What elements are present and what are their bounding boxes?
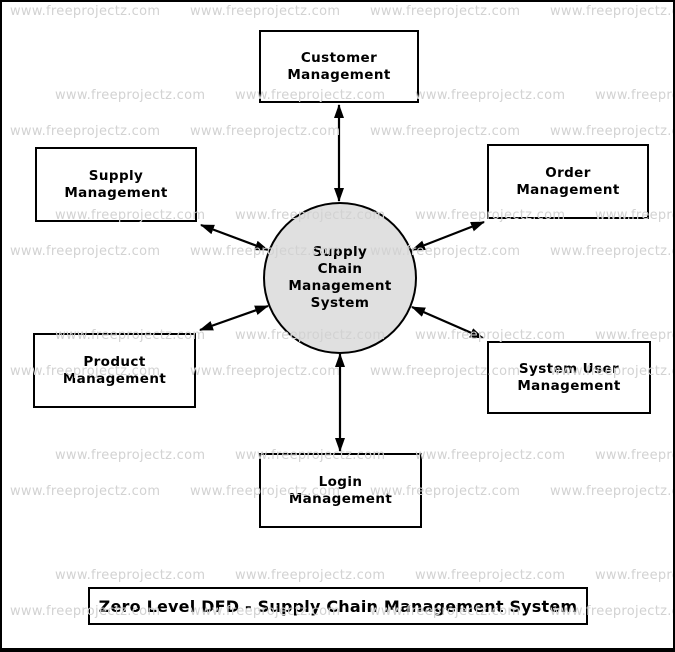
arrow-product-process: [199, 304, 269, 332]
entity-order-management: Order Management: [487, 144, 649, 219]
diagram-title-box: Zero Level DFD - Supply Chain Management…: [88, 587, 588, 625]
entity-label-line: Management: [288, 490, 393, 507]
entity-label-line: Management: [516, 181, 620, 198]
entity-label-line: Supply: [88, 167, 144, 184]
arrow-supply-process: [200, 223, 269, 252]
process-label-line: Chain: [317, 261, 363, 277]
entity-system-user-management: System User Management: [487, 341, 651, 414]
entity-label-line: System User: [518, 360, 620, 377]
process-label-line: Management: [288, 278, 392, 294]
diagram-title: Zero Level DFD - Supply Chain Management…: [98, 596, 578, 616]
entity-label-line: Order: [545, 164, 591, 181]
process-label-line: System: [310, 295, 370, 311]
process-label-line: Supply: [312, 244, 368, 260]
process-supply-chain-management-system: Supply Chain Management System: [263, 202, 417, 354]
entity-label-line: Management: [287, 66, 391, 83]
entity-label-line: Management: [517, 377, 621, 394]
entity-label-line: Customer: [300, 49, 378, 66]
entity-label-line: Management: [64, 184, 168, 201]
entity-label-line: Login: [318, 473, 363, 490]
entity-customer-management: Customer Management: [259, 30, 419, 103]
arrow-systemuser-process: [411, 305, 484, 340]
entity-label-line: Management: [62, 370, 167, 387]
entity-product-management: Product Management: [33, 333, 196, 408]
entity-supply-management: Supply Management: [35, 147, 197, 222]
entity-label-line: Product: [83, 353, 146, 370]
entity-login-management: Login Management: [259, 453, 422, 528]
arrow-order-process: [411, 220, 485, 252]
